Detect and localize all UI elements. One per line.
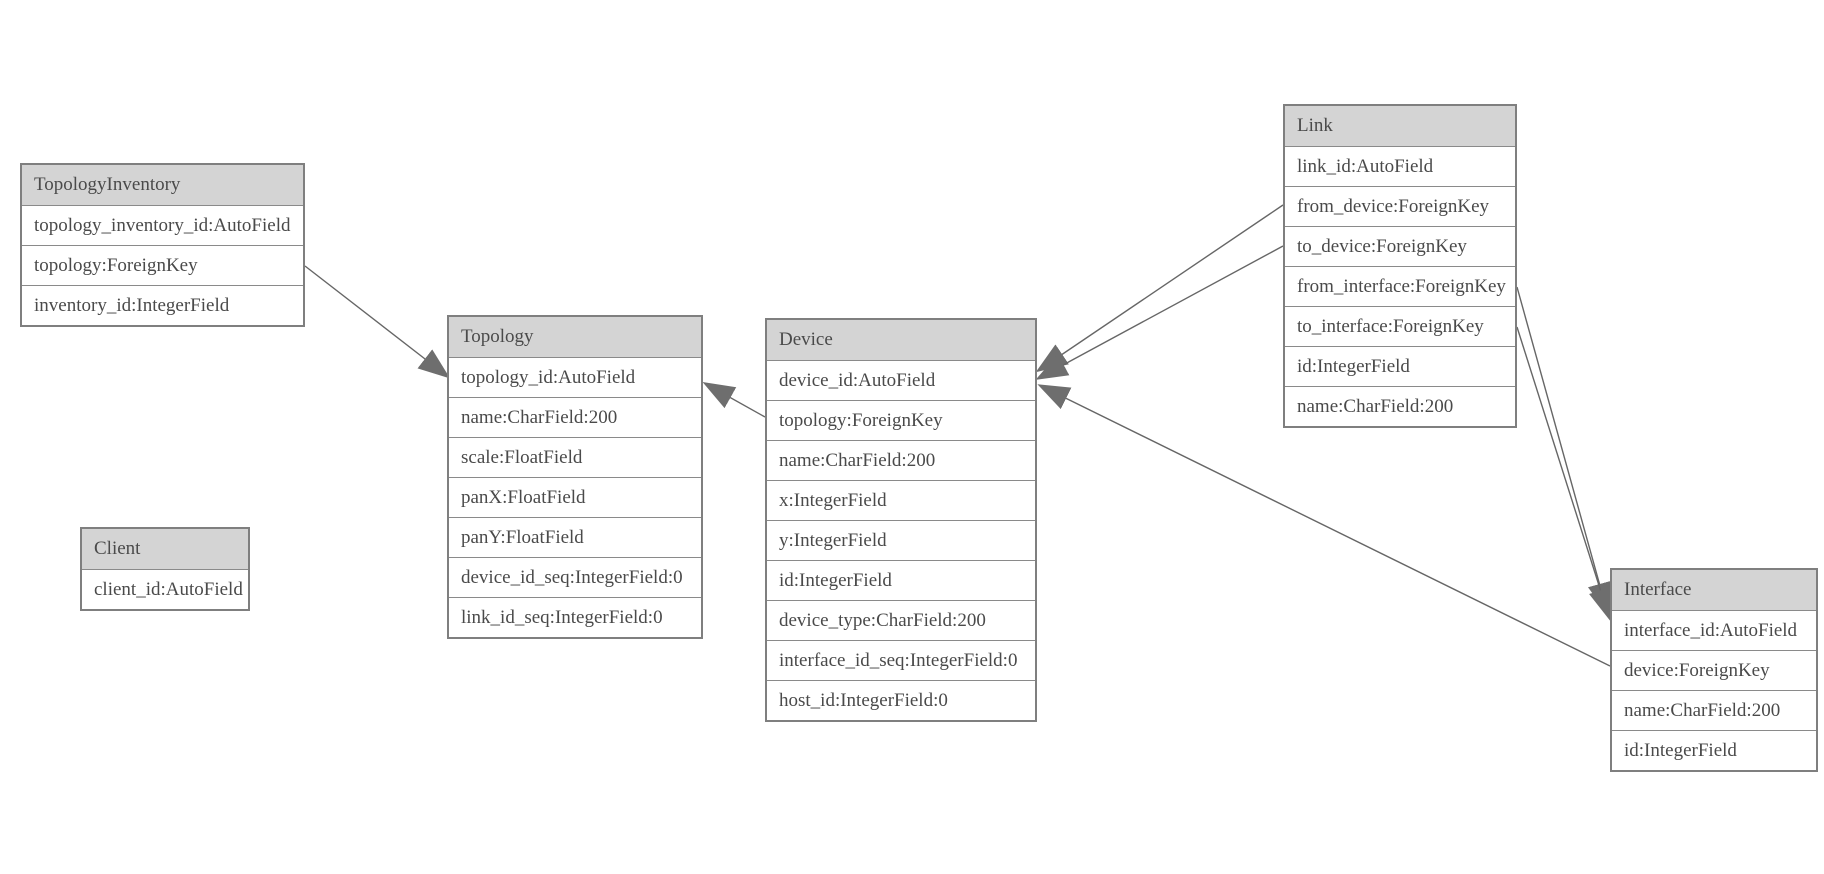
field-row: id:IntegerField [767, 560, 1035, 600]
entity-interface-title: Interface [1612, 570, 1816, 610]
field-row: topology_id:AutoField [449, 357, 701, 397]
entity-client: Client client_id:AutoField [80, 527, 250, 611]
entity-interface: Interface interface_id:AutoField device:… [1610, 568, 1818, 772]
relation-line-device-topology [702, 382, 766, 418]
entity-device: Device device_id:AutoField topology:Fore… [765, 318, 1037, 722]
field-row: client_id:AutoField [82, 569, 248, 609]
entity-link: Link link_id:AutoField from_device:Forei… [1283, 104, 1517, 428]
field-row: device_type:CharField:200 [767, 600, 1035, 640]
field-row: host_id:IntegerField:0 [767, 680, 1035, 720]
entity-device-title: Device [767, 320, 1035, 360]
field-row: to_device:ForeignKey [1285, 226, 1515, 266]
field-row: device_id:AutoField [767, 360, 1035, 400]
field-row: x:IntegerField [767, 480, 1035, 520]
field-row: from_device:ForeignKey [1285, 186, 1515, 226]
field-row: name:CharField:200 [1285, 386, 1515, 426]
field-row: id:IntegerField [1285, 346, 1515, 386]
relation-line-interface-device [1037, 384, 1611, 667]
entity-topology: Topology topology_id:AutoField name:Char… [447, 315, 703, 639]
relation-line-link-fromdevice-device [1035, 204, 1284, 373]
relation-line-link-todevice-device [1035, 245, 1284, 380]
field-row: panX:FloatField [449, 477, 701, 517]
relation-line-link-frominterface-interface [1516, 286, 1612, 615]
entity-topologyinventory: TopologyInventory topology_inventory_id:… [20, 163, 305, 327]
entity-client-title: Client [82, 529, 248, 569]
field-row: topology:ForeignKey [22, 245, 303, 285]
field-row: link_id_seq:IntegerField:0 [449, 597, 701, 637]
field-row: name:CharField:200 [449, 397, 701, 437]
field-row: device_id_seq:IntegerField:0 [449, 557, 701, 597]
field-row: panY:FloatField [449, 517, 701, 557]
field-row: y:IntegerField [767, 520, 1035, 560]
field-row: device:ForeignKey [1612, 650, 1816, 690]
field-row: name:CharField:200 [1612, 690, 1816, 730]
field-row: name:CharField:200 [767, 440, 1035, 480]
field-row: to_interface:ForeignKey [1285, 306, 1515, 346]
field-row: scale:FloatField [449, 437, 701, 477]
field-row: inventory_id:IntegerField [22, 285, 303, 325]
field-row: topology_inventory_id:AutoField [22, 205, 303, 245]
entity-topologyinventory-title: TopologyInventory [22, 165, 303, 205]
field-row: link_id:AutoField [1285, 146, 1515, 186]
field-row: from_interface:ForeignKey [1285, 266, 1515, 306]
relation-line-topologyinventory-topology [304, 265, 451, 379]
field-row: id:IntegerField [1612, 730, 1816, 770]
field-row: interface_id:AutoField [1612, 610, 1816, 650]
relation-line-link-tointerface-interface [1516, 326, 1612, 621]
field-row: topology:ForeignKey [767, 400, 1035, 440]
entity-link-title: Link [1285, 106, 1515, 146]
entity-topology-title: Topology [449, 317, 701, 357]
field-row: interface_id_seq:IntegerField:0 [767, 640, 1035, 680]
